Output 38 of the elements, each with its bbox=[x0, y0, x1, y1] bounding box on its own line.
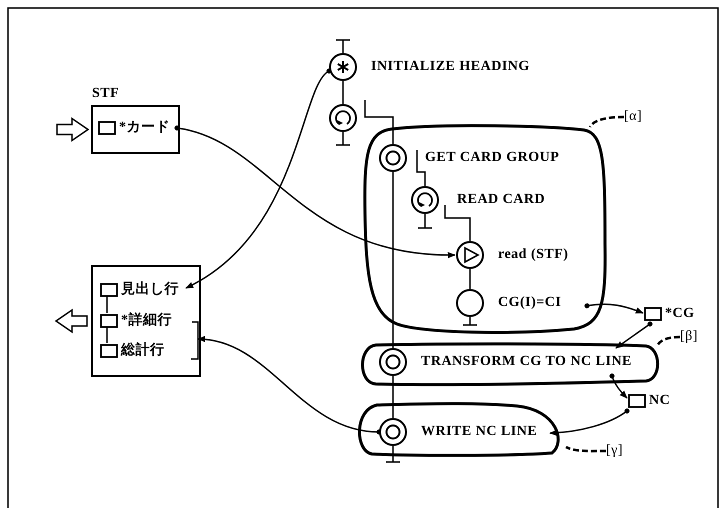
data-item: NC bbox=[627, 391, 677, 411]
connector-line bbox=[469, 269, 471, 289]
connector-line bbox=[342, 81, 344, 104]
connector-line bbox=[392, 376, 394, 418]
data-item: *詳細行 bbox=[99, 311, 185, 331]
connector-line bbox=[392, 172, 394, 348]
arrow bbox=[549, 408, 630, 436]
output-arrow bbox=[54, 308, 88, 334]
data-item: *CG bbox=[643, 304, 703, 324]
data-item: 総計行 bbox=[99, 341, 185, 361]
step-label: INITIALIZE HEADING bbox=[371, 58, 530, 76]
arrow bbox=[615, 322, 652, 349]
step-label: READ CARD bbox=[457, 191, 546, 209]
leader-line bbox=[656, 336, 680, 347]
arrow bbox=[584, 303, 644, 314]
group-label: [β] bbox=[680, 327, 714, 347]
step-label: GET CARD GROUP bbox=[425, 149, 560, 167]
leader-line bbox=[588, 116, 624, 128]
step-label: CG(I)=CI bbox=[498, 294, 562, 312]
input-arrow bbox=[56, 117, 90, 142]
arrow bbox=[610, 374, 628, 399]
step-label: WRITE NC LINE bbox=[421, 423, 538, 441]
connector-line bbox=[416, 150, 426, 186]
leader-line bbox=[565, 446, 606, 452]
data-item: *カード bbox=[97, 118, 177, 138]
arrow bbox=[174, 126, 456, 258]
step-label: read (STF) bbox=[498, 246, 568, 264]
step-label: TRANSFORM CG TO NC LINE bbox=[421, 353, 632, 371]
file-box bbox=[91, 265, 201, 377]
group-outline bbox=[362, 124, 608, 336]
group-label: [α] bbox=[624, 107, 660, 127]
data-item: 見出し行 bbox=[99, 280, 185, 300]
connector-line bbox=[364, 100, 394, 144]
file-name: STF bbox=[92, 85, 120, 103]
arrow bbox=[185, 68, 332, 289]
group-label: [γ] bbox=[606, 441, 640, 461]
bracket bbox=[190, 321, 200, 361]
connector-line bbox=[444, 205, 471, 241]
